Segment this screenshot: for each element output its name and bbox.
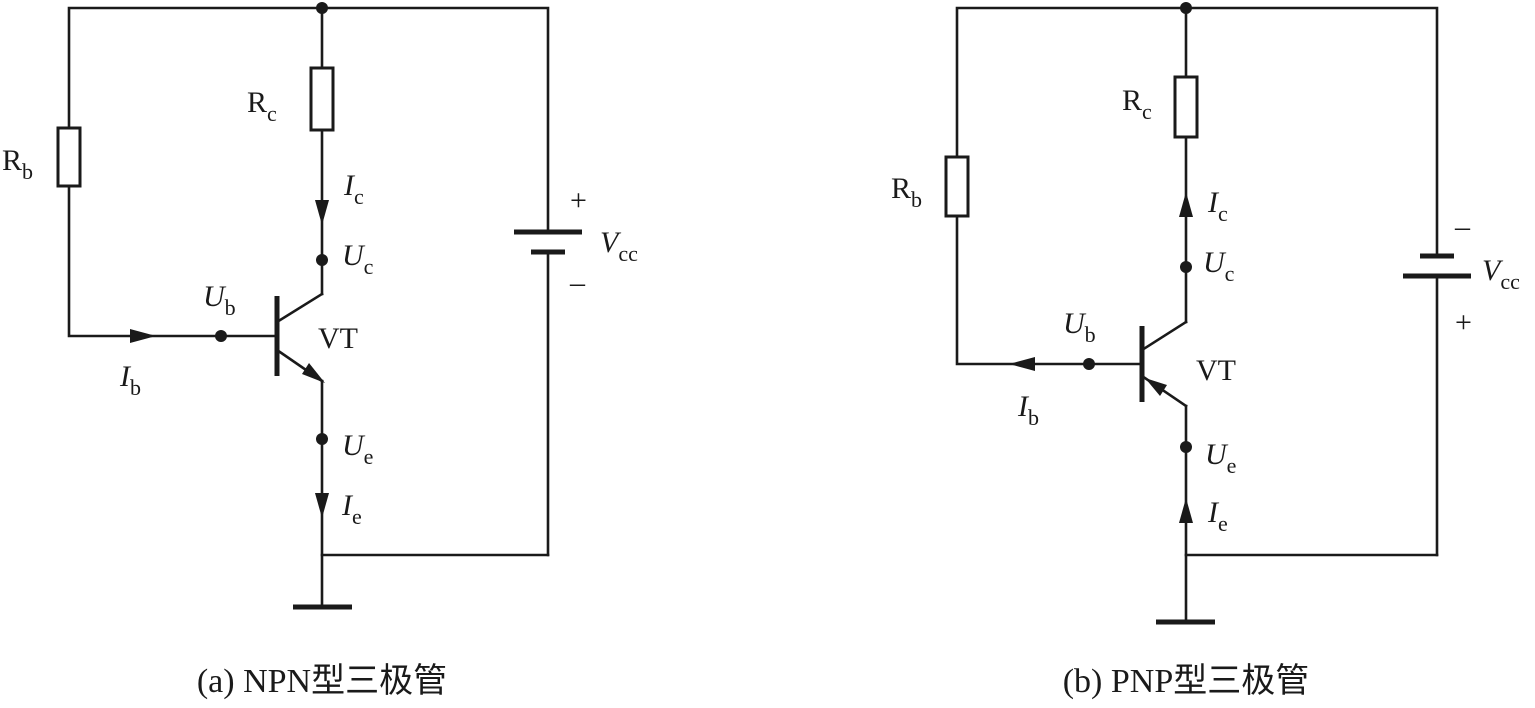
label-ib-b: Ib — [1017, 390, 1039, 430]
label-ie-b: Ie — [1207, 496, 1228, 536]
label-vcc-a: Vcc — [600, 226, 638, 266]
resistor-rb-b — [944, 155, 970, 218]
circuit-b-pnp: Rb Rc Ic Uc Ub Ib Ue Ie VT Vcc – + (b) P… — [891, 2, 1520, 700]
ib-arrow-icon-b — [1009, 357, 1035, 371]
caption-a: (a) NPN型三极管 — [197, 662, 447, 700]
node-uc-a — [316, 254, 328, 266]
ic-arrow-icon-a — [315, 200, 329, 225]
label-rc-a: Rc — [247, 86, 277, 126]
label-vt-b: VT — [1196, 354, 1236, 387]
wire-base-a — [67, 184, 277, 338]
label-plus-b: + — [1455, 306, 1472, 339]
node-top-b — [1180, 2, 1192, 14]
wire-top-left-b — [955, 6, 1188, 159]
node-ue-b — [1180, 441, 1192, 453]
emitter-arrow-icon-b — [1145, 378, 1167, 396]
ie-arrow-icon-a — [315, 493, 329, 518]
node-ue-a — [316, 433, 328, 445]
label-vcc-b: Vcc — [1482, 254, 1520, 294]
label-ic-a: Ic — [343, 169, 364, 209]
resistor-rb-a — [56, 126, 82, 188]
emitter-arrow-icon-a — [302, 363, 325, 383]
label-uc-b: Uc — [1203, 246, 1235, 286]
label-ue-a: Ue — [342, 429, 373, 469]
node-ub-b — [1083, 358, 1095, 370]
label-rb-a: Rb — [2, 144, 33, 184]
node-ub-a — [215, 330, 227, 342]
ic-arrow-icon-b — [1179, 192, 1193, 217]
label-ue-b: Ue — [1205, 438, 1236, 478]
label-ub-a: Ub — [203, 280, 236, 320]
label-ic-b: Ic — [1207, 186, 1228, 226]
label-uc-a: Uc — [342, 239, 374, 279]
wire-base-b — [955, 214, 1142, 366]
wire-top-right-b — [1184, 6, 1439, 258]
label-ie-a: Ie — [341, 489, 362, 529]
label-ub-b: Ub — [1063, 307, 1096, 347]
label-vt-a: VT — [318, 322, 358, 355]
node-uc-b — [1180, 261, 1192, 273]
resistor-rc-a — [309, 66, 335, 132]
caption-b: (b) PNP型三极管 — [1063, 662, 1310, 700]
label-minus-a: – — [569, 266, 586, 299]
ib-arrow-icon-a — [130, 329, 156, 343]
wire-top-left-a — [67, 6, 324, 130]
label-rc-b: Rc — [1122, 84, 1152, 124]
resistor-rc-b — [1173, 75, 1199, 139]
label-plus-a: + — [570, 184, 587, 217]
node-top-a — [316, 2, 328, 14]
ie-arrow-icon-b — [1179, 498, 1193, 523]
label-rb-b: Rb — [891, 172, 922, 212]
transistor-collector-leg-a — [275, 292, 324, 324]
transistor-collector-leg-b — [1140, 320, 1188, 352]
label-minus-b: – — [1454, 210, 1471, 243]
circuit-a-npn: Rb Rc Ic Uc Ub Ib Ue Ie VT Vcc + – (a) N… — [2, 2, 638, 700]
wire-top-right-a — [320, 6, 550, 234]
label-ib-a: Ib — [119, 360, 141, 400]
